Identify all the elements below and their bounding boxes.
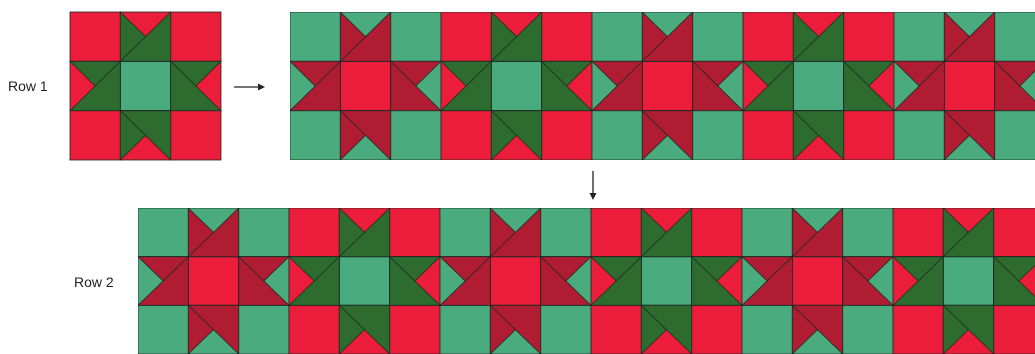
block-background-square <box>171 111 221 160</box>
star-block <box>743 12 894 160</box>
star-block <box>592 12 743 160</box>
block-center-square <box>641 257 691 306</box>
block-background-square <box>290 12 340 61</box>
down-arrow <box>590 171 597 200</box>
star-block <box>290 12 441 160</box>
block-background-square <box>844 111 894 160</box>
block-background-square <box>693 12 743 61</box>
star-block <box>893 208 1035 354</box>
block-background-square <box>171 12 221 61</box>
block-background-square <box>742 305 792 354</box>
row-2-strip <box>138 208 1035 354</box>
block-background-square <box>138 305 188 354</box>
block-background-square <box>391 111 441 160</box>
block-background-square <box>592 111 642 160</box>
block-center-square <box>188 257 238 306</box>
block-background-square <box>894 111 944 160</box>
block-background-square <box>289 305 339 354</box>
star-block <box>894 12 1035 160</box>
block-background-square <box>591 305 641 354</box>
block-background-square <box>995 111 1035 160</box>
block-background-square <box>843 305 893 354</box>
right-arrow <box>234 84 265 91</box>
block-center-square <box>793 61 843 110</box>
block-background-square <box>541 305 591 354</box>
block-background-square <box>743 12 793 61</box>
star-block <box>591 208 742 354</box>
block-background-square <box>995 12 1035 61</box>
block-center-square <box>120 61 170 110</box>
block-background-square <box>592 12 642 61</box>
block-background-square <box>239 208 289 257</box>
row-1-strip <box>290 12 1035 160</box>
row-1-label: Row 1 <box>8 78 48 94</box>
block-background-square <box>693 111 743 160</box>
star-block <box>289 208 440 354</box>
block-center-square <box>642 61 692 110</box>
block-background-square <box>441 111 491 160</box>
block-background-square <box>441 12 491 61</box>
block-background-square <box>70 12 120 61</box>
block-background-square <box>893 305 943 354</box>
block-background-square <box>692 208 742 257</box>
block-background-square <box>994 208 1035 257</box>
block-background-square <box>138 208 188 257</box>
star-block <box>138 208 289 354</box>
star-block <box>440 208 591 354</box>
star-block <box>441 12 592 160</box>
block-center-square <box>944 61 994 110</box>
block-background-square <box>440 208 490 257</box>
block-background-square <box>591 208 641 257</box>
block-center-square <box>490 257 540 306</box>
block-background-square <box>542 111 592 160</box>
row-2-label: Row 2 <box>74 274 114 290</box>
block-background-square <box>289 208 339 257</box>
star-block <box>742 208 893 354</box>
block-background-square <box>743 111 793 160</box>
block-background-square <box>692 305 742 354</box>
block-background-square <box>239 305 289 354</box>
source-star-block <box>70 12 221 160</box>
block-center-square <box>792 257 842 306</box>
block-center-square <box>943 257 993 306</box>
block-background-square <box>542 12 592 61</box>
block-background-square <box>70 111 120 160</box>
star-block <box>70 12 221 160</box>
block-background-square <box>843 208 893 257</box>
block-background-square <box>894 12 944 61</box>
block-background-square <box>440 305 490 354</box>
block-background-square <box>844 12 894 61</box>
block-background-square <box>391 12 441 61</box>
block-background-square <box>541 208 591 257</box>
block-background-square <box>390 305 440 354</box>
block-background-square <box>994 305 1035 354</box>
block-center-square <box>491 61 541 110</box>
block-background-square <box>742 208 792 257</box>
block-background-square <box>290 111 340 160</box>
block-background-square <box>893 208 943 257</box>
block-center-square <box>340 61 390 110</box>
block-background-square <box>390 208 440 257</box>
block-center-square <box>339 257 389 306</box>
